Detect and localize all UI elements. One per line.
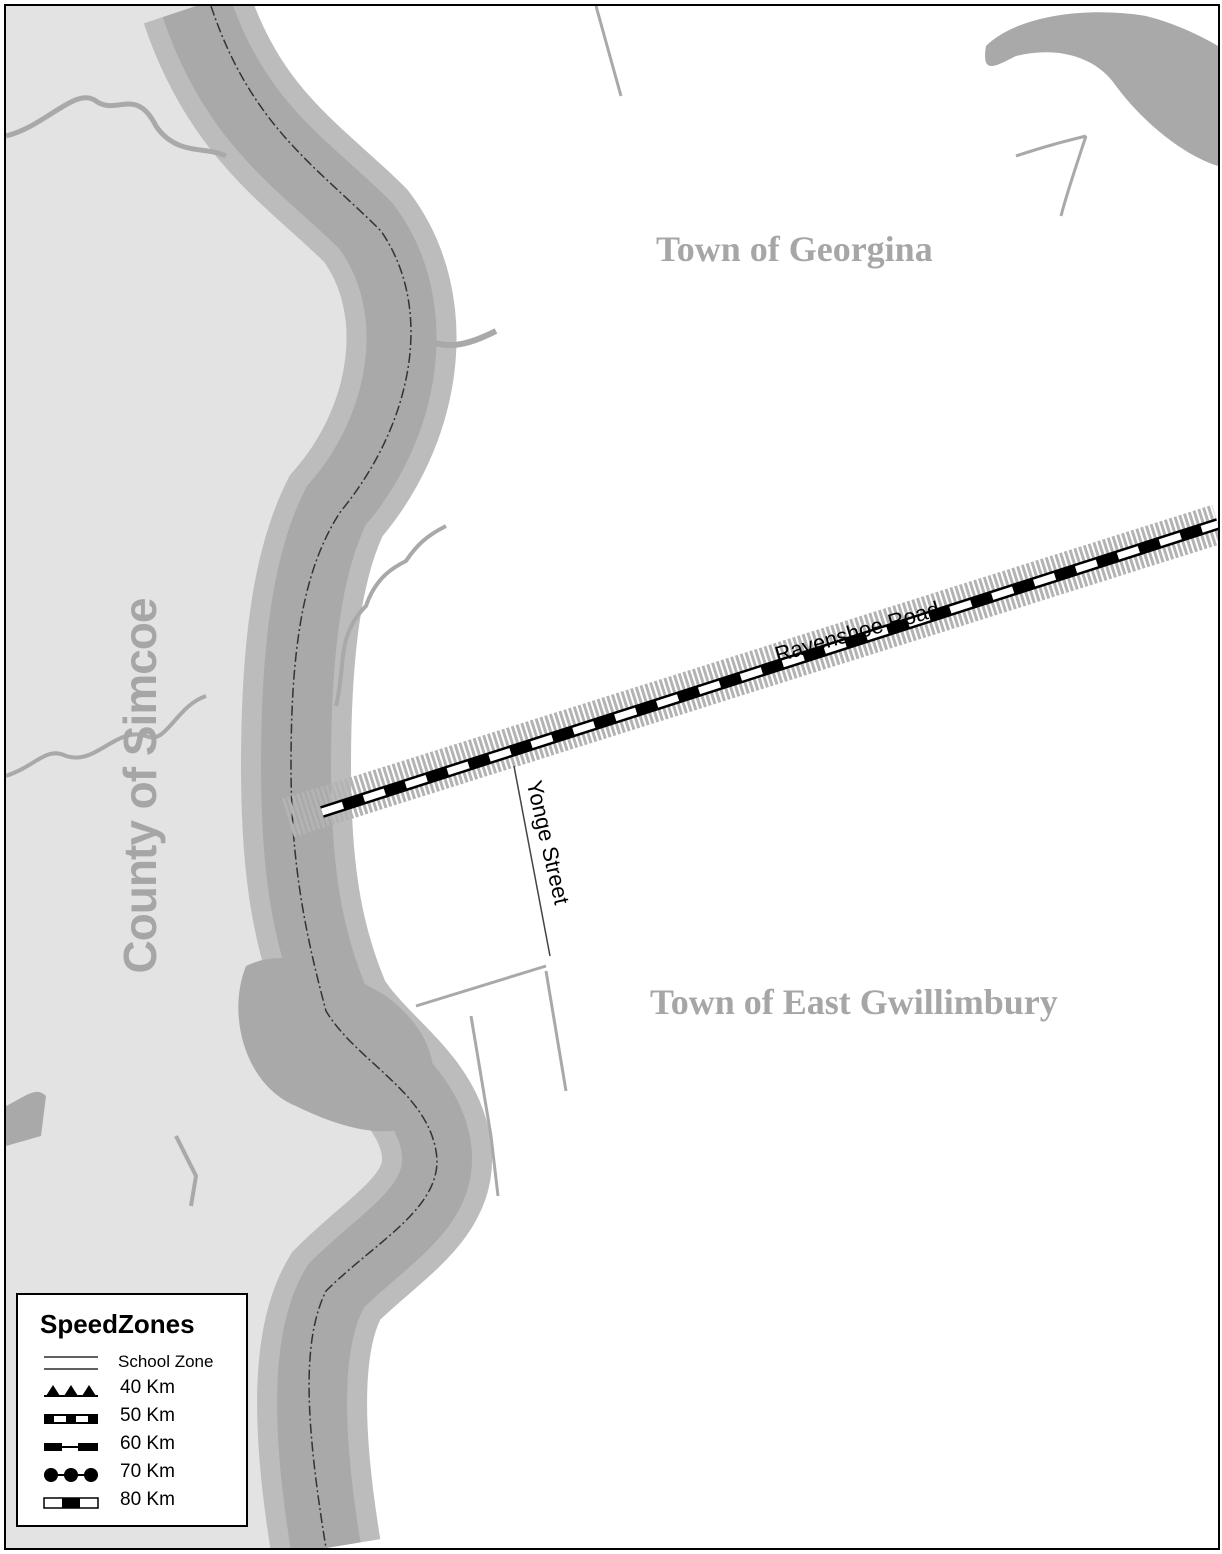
legend: SpeedZones School Zone 40 Km 50 Km <box>16 1293 248 1527</box>
dash-black-line-icon <box>44 1443 98 1451</box>
legend-item-40: 40 Km <box>42 1377 242 1403</box>
map-canvas[interactable] <box>6 6 1218 1548</box>
river-core <box>162 6 473 1548</box>
dash-white-line-icon <box>44 1414 98 1424</box>
county-simcoe-area <box>6 6 438 1548</box>
creek <box>6 95 228 159</box>
double-line-icon <box>44 1356 98 1370</box>
creek <box>6 694 207 778</box>
legend-item-school-zone: School Zone <box>42 1349 242 1375</box>
ravenshoe-road[interactable] <box>320 518 1218 818</box>
dot-line-icon <box>44 1468 98 1482</box>
yonge-street[interactable] <box>513 765 551 957</box>
region-label-georgina: Town of Georgina <box>656 229 933 269</box>
creek <box>6 1091 46 1146</box>
legend-label: 80 Km <box>120 1489 175 1510</box>
region-label-east-gwillimbury: Town of East Gwillimbury <box>650 982 1058 1022</box>
map-frame[interactable]: Town of Georgina Town of East Gwillimbur… <box>4 4 1220 1550</box>
creek <box>594 6 623 97</box>
legend-label: School Zone <box>118 1352 214 1371</box>
lake-area <box>238 957 434 1132</box>
triangle-line-icon <box>44 1385 98 1397</box>
legend-item-70: 70 Km <box>42 1461 242 1487</box>
checker-line-icon <box>43 1497 99 1509</box>
creek <box>174 1135 199 1207</box>
legend-label: 60 Km <box>120 1433 175 1454</box>
lake-top-right <box>985 12 1218 166</box>
legend-label: 50 Km <box>120 1405 175 1426</box>
legend-item-80: 80 Km <box>42 1489 242 1515</box>
creek <box>414 328 498 349</box>
boundary-line <box>210 6 438 1548</box>
legend-item-60: 60 Km <box>42 1433 242 1459</box>
legend-title: SpeedZones <box>40 1309 195 1339</box>
legend-label: 70 Km <box>120 1461 175 1482</box>
creek <box>1015 134 1088 217</box>
legend-label: 40 Km <box>120 1377 175 1398</box>
creek <box>334 524 447 707</box>
creek <box>415 964 568 1197</box>
region-label-simcoe: County of Simcoe <box>114 598 166 974</box>
legend-item-50: 50 Km <box>42 1405 242 1431</box>
